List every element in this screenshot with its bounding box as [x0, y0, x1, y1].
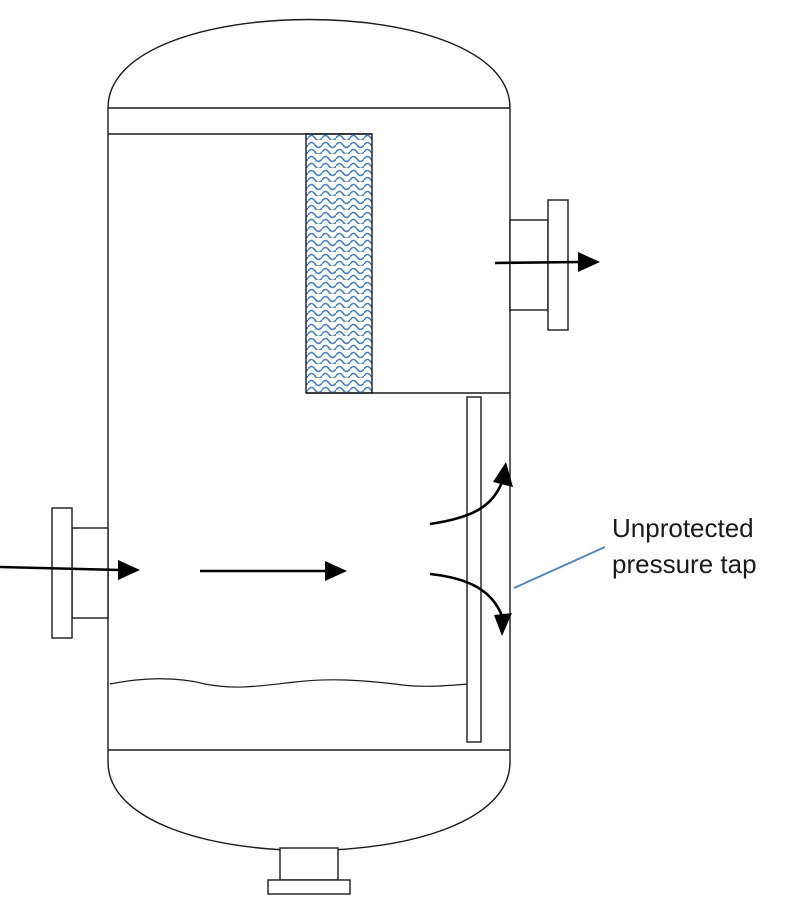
inlet-nozzle-pipe [71, 527, 109, 619]
curved-arrow-icon [429, 462, 513, 526]
mesh-pad [305, 133, 373, 394]
pressure-tap-label: Unprotected pressure tap [612, 510, 800, 582]
drain-nozzle-flange [267, 879, 351, 895]
arrow-right-icon [0, 560, 140, 580]
inlet-nozzle-flange [51, 507, 73, 639]
pressure-tap-tube [466, 396, 482, 743]
liquid-level-line [109, 678, 469, 688]
pressure-tap-label-line1: Unprotected [612, 513, 754, 543]
drain-nozzle-pipe [279, 847, 339, 881]
outlet-nozzle-flange [547, 199, 569, 331]
arrow-right-icon [494, 252, 600, 272]
pressure-tap-label-line2: pressure tap [612, 549, 757, 579]
callout-leader-line [513, 546, 606, 589]
arrow-right-icon [200, 561, 347, 581]
outlet-nozzle-pipe [509, 219, 549, 311]
curved-arrow-icon [429, 572, 512, 636]
vessel-shell [107, 18, 511, 852]
